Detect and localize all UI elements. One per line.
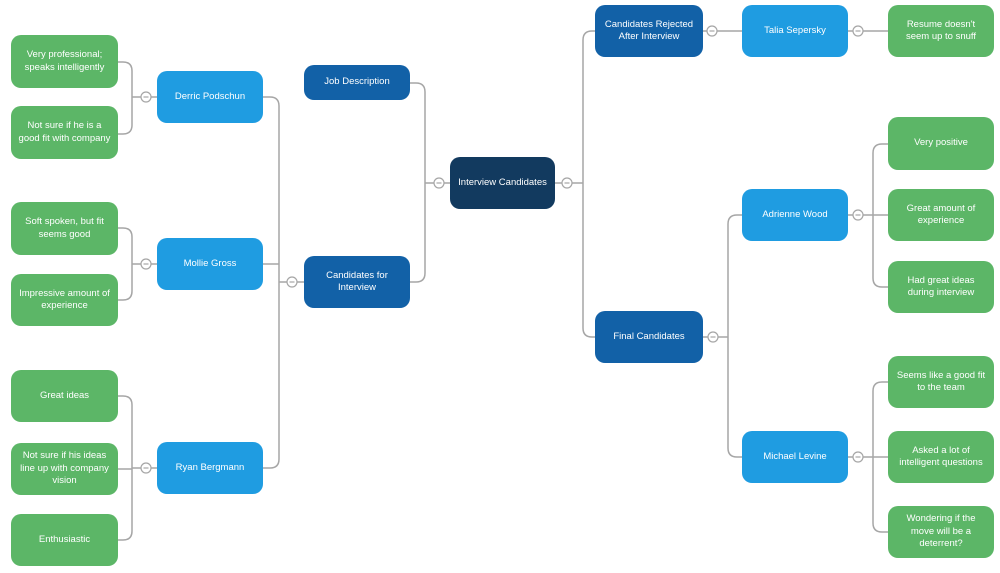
node-label: Michael Levine bbox=[763, 450, 827, 462]
node-label: Wondering if the move will be a deterren… bbox=[906, 513, 976, 550]
connector bbox=[118, 227, 133, 301]
collapse-toggle-icon[interactable] bbox=[852, 451, 864, 463]
node-label: Enthusiastic bbox=[38, 533, 91, 545]
connector bbox=[410, 82, 426, 283]
note-michael-2[interactable]: Asked a lot of intelligent questions bbox=[888, 431, 994, 483]
node-candidates-for-interview[interactable]: Candidates for Interview bbox=[304, 256, 410, 308]
note-mollie-2[interactable]: Impressive amount of experience bbox=[11, 274, 118, 326]
node-label: Ryan Bergmann bbox=[175, 461, 245, 473]
node-label: Great amount of experience bbox=[906, 202, 976, 226]
node-label: Resume doesn't seem up to snuff bbox=[905, 18, 977, 42]
collapse-toggle-icon[interactable] bbox=[707, 331, 719, 343]
node-label: Very positive bbox=[914, 137, 968, 149]
node-final-candidates[interactable]: Final Candidates bbox=[595, 311, 703, 363]
note-derric-2[interactable]: Not sure if he is a good fit with compan… bbox=[11, 106, 118, 159]
note-adrienne-1[interactable]: Very positive bbox=[888, 117, 994, 170]
note-adrienne-2[interactable]: Great amount of experience bbox=[888, 189, 994, 241]
node-label: Mollie Gross bbox=[183, 257, 237, 269]
connector bbox=[582, 30, 595, 338]
note-adrienne-3[interactable]: Had great ideas during interview bbox=[888, 261, 994, 313]
connector bbox=[263, 96, 280, 469]
node-derric-podschun[interactable]: Derric Podschun bbox=[157, 71, 263, 123]
collapse-toggle-icon[interactable] bbox=[140, 462, 152, 474]
collapse-toggle-icon[interactable] bbox=[852, 209, 864, 221]
node-talia-sepersky[interactable]: Talia Sepersky bbox=[742, 5, 848, 57]
node-job-description[interactable]: Job Description bbox=[304, 65, 410, 100]
node-label: Great ideas bbox=[39, 389, 90, 401]
node-mollie-gross[interactable]: Mollie Gross bbox=[157, 238, 263, 290]
connector bbox=[727, 214, 742, 458]
note-michael-1[interactable]: Seems like a good fit to the team bbox=[888, 356, 994, 408]
node-candidates-rejected[interactable]: Candidates Rejected After Interview bbox=[595, 5, 703, 57]
collapse-toggle-icon[interactable] bbox=[433, 177, 445, 189]
node-label: Not sure if his ideas line up with compa… bbox=[20, 450, 109, 487]
node-label: Very professional; speaks intelligently bbox=[24, 49, 105, 73]
collapse-toggle-icon[interactable] bbox=[286, 276, 298, 288]
node-adrienne-wood[interactable]: Adrienne Wood bbox=[742, 189, 848, 241]
connector bbox=[118, 395, 133, 541]
node-label: Asked a lot of intelligent questions bbox=[899, 444, 983, 468]
node-label: Talia Sepersky bbox=[764, 24, 826, 36]
note-derric-1[interactable]: Very professional; speaks intelligently bbox=[11, 35, 118, 88]
note-talia-1[interactable]: Resume doesn't seem up to snuff bbox=[888, 5, 994, 57]
node-michael-levine[interactable]: Michael Levine bbox=[742, 431, 848, 483]
node-ryan-bergmann[interactable]: Ryan Bergmann bbox=[157, 442, 263, 494]
node-label: Final Candidates bbox=[613, 330, 685, 342]
collapse-toggle-icon[interactable] bbox=[852, 25, 864, 37]
node-label: Not sure if he is a good fit with compan… bbox=[18, 120, 111, 144]
note-michael-3[interactable]: Wondering if the move will be a deterren… bbox=[888, 506, 994, 558]
node-label: Soft spoken, but fit seems good bbox=[25, 216, 104, 240]
node-label: Job Description bbox=[324, 76, 390, 88]
node-label: Adrienne Wood bbox=[762, 208, 828, 220]
collapse-toggle-icon[interactable] bbox=[706, 25, 718, 37]
note-mollie-1[interactable]: Soft spoken, but fit seems good bbox=[11, 202, 118, 255]
node-label: Impressive amount of experience bbox=[19, 287, 110, 311]
note-ryan-1[interactable]: Great ideas bbox=[11, 370, 118, 422]
collapse-toggle-icon[interactable] bbox=[561, 177, 573, 189]
node-label: Had great ideas during interview bbox=[907, 274, 975, 298]
note-ryan-2[interactable]: Not sure if his ideas line up with compa… bbox=[11, 443, 118, 495]
note-ryan-3[interactable]: Enthusiastic bbox=[11, 514, 118, 566]
node-label: Seems like a good fit to the team bbox=[896, 369, 986, 393]
node-label: Interview Candidates bbox=[458, 176, 547, 188]
collapse-toggle-icon[interactable] bbox=[140, 91, 152, 103]
collapse-toggle-icon[interactable] bbox=[140, 258, 152, 270]
connector bbox=[118, 61, 133, 135]
node-label: Derric Podschun bbox=[174, 90, 246, 102]
node-interview-candidates-root[interactable]: Interview Candidates bbox=[450, 157, 555, 209]
node-label: Candidates for Interview bbox=[326, 269, 388, 293]
node-label: Candidates Rejected After Interview bbox=[604, 18, 694, 42]
